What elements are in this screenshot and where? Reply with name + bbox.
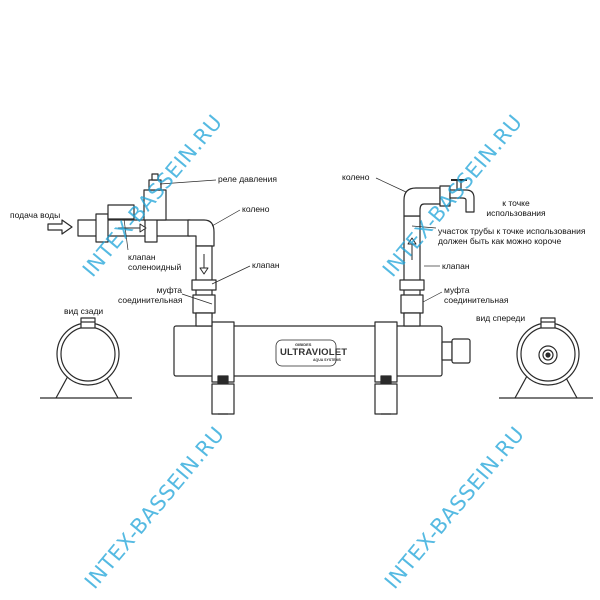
uv-chamber [173,321,471,415]
label-front-view: вид спереди [476,313,526,323]
label-valve-left: клапан [252,260,280,270]
label-pipe-note: участок трубы к точке использования долж… [438,226,586,246]
label-to-point-of-use: к точке использования [486,198,546,218]
front-view-drawing [499,317,593,399]
label-rear-view: вид сзади [64,306,104,316]
label-coupling-left: муфта соединительная [118,285,183,305]
brand-top-small: GIBIDES [295,342,312,347]
label-valve-right: клапан [442,261,470,271]
label-solenoid-valve: клапан соленоидный [128,252,182,272]
label-elbow-right: колено [342,172,370,182]
brand-bottom-small: AQUA SYSTEMS [313,358,341,362]
label-coupling-right: муфта соединительная [444,285,509,305]
brand-logo: ULTRAVIOLET [280,347,348,358]
outlet-plumbing [399,179,475,327]
label-water-inlet: подача воды [10,210,61,220]
label-elbow-left: колено [242,204,270,214]
label-pressure-relay: реле давления [218,174,277,184]
flow-arrows [118,223,417,275]
rear-view-drawing [40,317,132,399]
leader-lines [123,177,443,305]
